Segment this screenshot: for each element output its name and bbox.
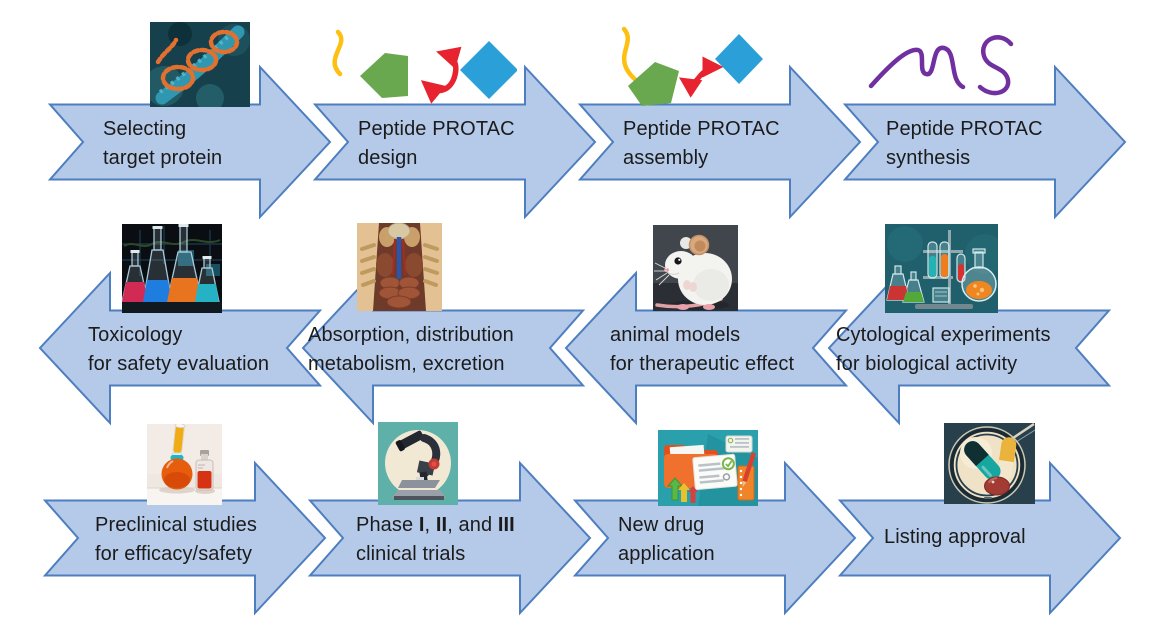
step-label-line1: Peptide PROTAC: [358, 118, 515, 140]
step-selecting-target-protein: Selecting target protein: [47, 22, 332, 220]
step-adme: Absorption, distribution metabolism, exc…: [301, 223, 586, 426]
step-label-line2: metabolism, excretion: [308, 353, 505, 375]
step-new-drug-application: New drug application: [572, 430, 857, 616]
flow-arrow-right: [312, 64, 597, 220]
step-label: Peptide PROTAC assembly: [623, 115, 780, 173]
protac-design-icon: [332, 29, 517, 104]
step-label-line1: Listing approval: [884, 526, 1026, 548]
step-peptide-protac-design: Peptide PROTAC design: [312, 29, 597, 220]
step-listing-approval: Listing approval: [837, 423, 1122, 616]
peptide-line-icon: [621, 26, 645, 88]
step-label-line2: design: [358, 147, 418, 169]
step-label-line2: synthesis: [886, 147, 971, 169]
step-label: Preclinical studies for efficacy/safety: [95, 511, 257, 569]
step-label-line1: Preclinical studies: [95, 514, 257, 536]
microscope-image: [378, 422, 458, 505]
step-label-line1: Peptide PROTAC: [623, 118, 780, 140]
peptide-chain-icon: [868, 35, 1014, 96]
step-label: Toxicology for safety evaluation: [88, 321, 269, 379]
protein-structure-image: [150, 22, 250, 107]
lab-mouse-image: [653, 225, 738, 311]
step-label-line2: target protein: [103, 147, 223, 169]
ligand-diamond-icon: [715, 34, 763, 84]
protac-assembly-icon: [621, 26, 763, 106]
peptide-line-icon: [332, 29, 344, 77]
step-label: New drug application: [618, 511, 715, 569]
step-cytological-experiments: Cytological experiments for biological a…: [827, 224, 1112, 426]
ligand-diamond-icon: [460, 41, 517, 99]
step-label-line1: New drug: [618, 514, 705, 536]
flow-arrow-right: [47, 64, 332, 220]
cytology-flasks-image: [885, 224, 998, 313]
step-label-line2: for safety evaluation: [88, 353, 270, 375]
step-label-line1: Absorption, distribution: [308, 324, 514, 346]
flow-arrow-right: [837, 460, 1122, 616]
step-label-line2: clinical trials: [356, 543, 466, 565]
step-clinical-trials: Phase I, II, and III clinical trials: [307, 422, 592, 616]
warhead-pentagon-icon: [360, 53, 408, 98]
step-label: Absorption, distribution metabolism, exc…: [308, 321, 514, 379]
linker-double-arrow-icon: [420, 46, 462, 104]
step-preclinical-studies: Preclinical studies for efficacy/safety: [42, 424, 327, 616]
flow-arrow-left: [564, 270, 849, 426]
step-label-line2: application: [618, 543, 715, 565]
step-label: Phase I, II, and III clinical trials: [356, 511, 515, 569]
flow-arrow-right: [572, 460, 857, 616]
lab-flasks-image: [122, 224, 222, 313]
linker-double-arrow-icon: [679, 56, 724, 98]
drug-approval-image: [944, 423, 1035, 504]
step-label-line1: Selecting: [103, 118, 187, 140]
flow-arrow-right: [42, 460, 327, 616]
step-animal-models: animal models for therapeutic effect: [564, 225, 849, 426]
warhead-pentagon-icon: [628, 62, 679, 106]
new-drug-application-image: [658, 430, 758, 506]
human-anatomy-image: [357, 223, 442, 311]
step-label: animal models for therapeutic effect: [610, 321, 794, 379]
step-label-line2: assembly: [623, 147, 709, 169]
preclinical-flasks-image: [147, 424, 222, 505]
step-label-line1: Cytological experiments: [836, 324, 1051, 346]
step-label: Selecting target protein: [103, 115, 222, 173]
step-label-line1: animal models: [610, 324, 741, 346]
step-label-line2: for biological activity: [836, 353, 1018, 375]
step-label-line2: for efficacy/safety: [95, 543, 253, 565]
flow-arrow-left: [38, 270, 323, 426]
step-label: Cytological experiments for biological a…: [836, 321, 1051, 379]
step-toxicology: Toxicology for safety evaluation: [38, 224, 323, 426]
step-label-line1: Toxicology: [88, 324, 183, 346]
step-peptide-protac-assembly: Peptide PROTAC assembly: [577, 26, 862, 220]
step-label-line1: Peptide PROTAC: [886, 118, 1043, 140]
step-label: Peptide PROTAC synthesis: [886, 115, 1043, 173]
step-label: Peptide PROTAC design: [358, 115, 515, 173]
flow-arrow-right: [842, 64, 1127, 220]
step-label-line1: Phase I, II, and III: [356, 514, 515, 536]
step-label-line2: for therapeutic effect: [610, 353, 795, 375]
step-label: Listing approval: [884, 523, 1026, 552]
step-peptide-protac-synthesis: Peptide PROTAC synthesis: [842, 35, 1127, 220]
